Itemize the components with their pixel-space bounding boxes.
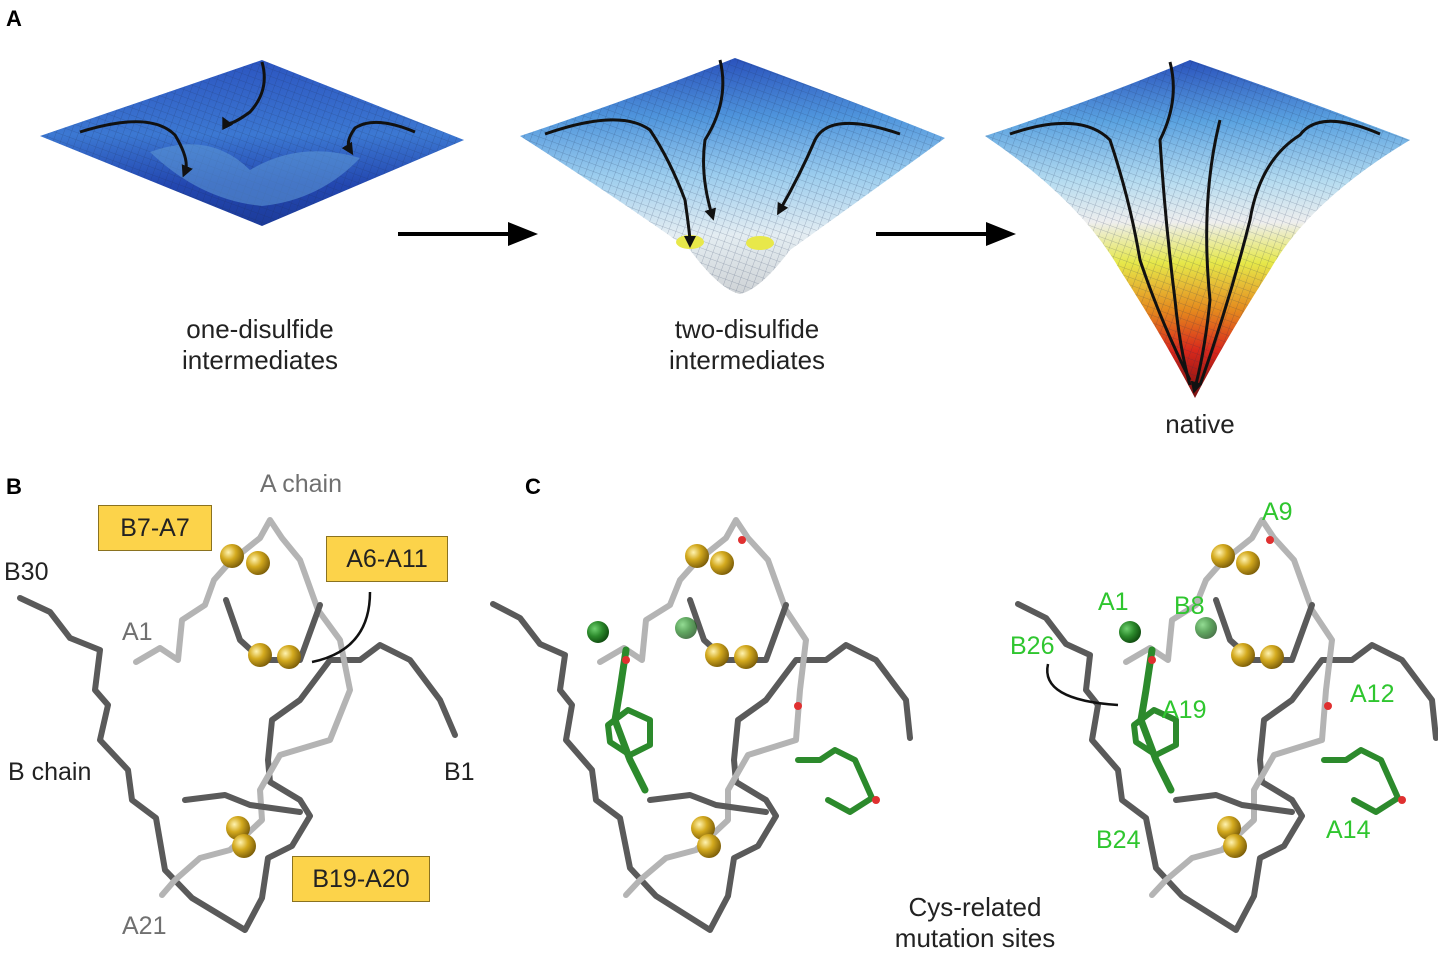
label-b-chain: B chain: [8, 758, 92, 786]
site-label-a12: A12: [1350, 680, 1395, 708]
label-b1: B1: [444, 758, 475, 786]
site-label-b24: B24: [1096, 826, 1141, 854]
caption-one-disulfide: one-disulfide intermediates: [140, 314, 380, 376]
landscape-two-disulfide: [520, 58, 945, 294]
disulfide-spheres-c1: [587, 536, 880, 858]
label-a1: A1: [122, 618, 153, 646]
disulfide-label-a6-a11: A6-A11: [326, 536, 448, 582]
label-a-chain: A chain: [260, 470, 343, 498]
disulfide-spheres-b: [220, 544, 301, 858]
site-label-a9: A9: [1262, 498, 1293, 526]
site-label-a1: A1: [1098, 588, 1129, 616]
site-label-a19: A19: [1162, 696, 1207, 724]
disulfide-label-b7-a7: B7-A7: [98, 505, 212, 551]
insulin-structure-c1: [490, 517, 913, 933]
caption-mutation-line2: mutation sites: [894, 923, 1056, 953]
disulfide-label-b19-a20: B19-A20: [292, 856, 430, 902]
b26-pointer: [1046, 663, 1119, 707]
caption-one-line2: intermediates: [181, 345, 339, 375]
caption-mutation-line1: Cys-related: [908, 892, 1042, 922]
panel-letter-b: B: [6, 474, 22, 499]
insulin-structure-c2: [1015, 517, 1438, 933]
caption-two-line1: two-disulfide: [674, 314, 820, 344]
site-label-a14: A14: [1326, 816, 1371, 844]
landscape-one-disulfide: [40, 60, 464, 226]
site-label-b8: B8: [1174, 592, 1205, 620]
landscape-native: [985, 60, 1410, 398]
transition-arrow-2: [876, 222, 1016, 246]
caption-one-line1: one-disulfide: [186, 314, 334, 344]
site-label-b26: B26: [1010, 632, 1055, 660]
label-a21: A21: [122, 912, 167, 940]
caption-two-line2: intermediates: [668, 345, 826, 375]
transition-arrow-1: [398, 222, 538, 246]
panel-letter-a: A: [6, 6, 22, 31]
caption-two-disulfide: two-disulfide intermediates: [627, 314, 867, 376]
a6-a11-pointer: [311, 591, 372, 664]
panel-letter-c: C: [525, 474, 541, 499]
caption-native: native: [1165, 409, 1235, 439]
disulfide-spheres-c2: [1119, 536, 1406, 858]
caption-mutation-sites: Cys-related mutation sites: [870, 892, 1080, 954]
label-b30: B30: [4, 558, 49, 586]
